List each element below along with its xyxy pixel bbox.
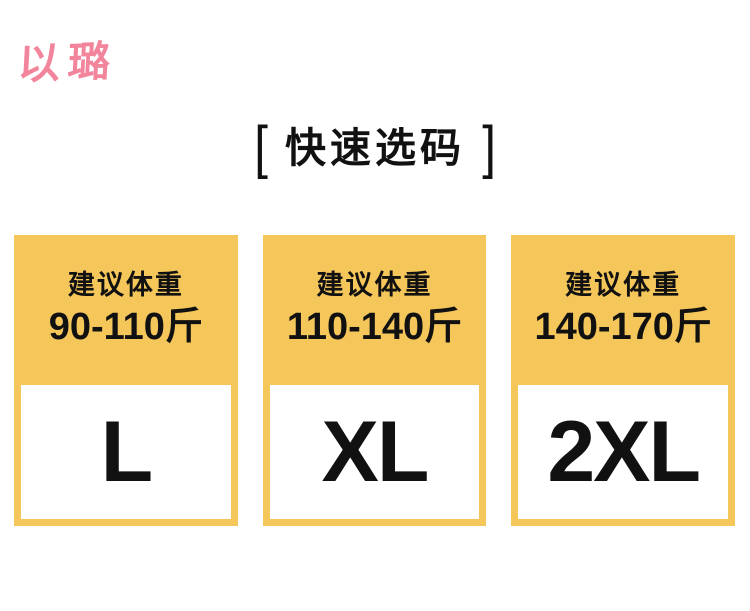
page-title: [ 快速选码 ] bbox=[0, 112, 750, 184]
size-card-l-body: L bbox=[21, 385, 231, 519]
size-value: L bbox=[100, 404, 154, 500]
size-value: XL bbox=[321, 404, 430, 500]
title-bracket-left: [ bbox=[254, 115, 268, 180]
size-card-xl[interactable]: 建议体重 110-140斤 XL bbox=[262, 235, 487, 526]
size-card-xl-body: XL bbox=[269, 385, 480, 519]
size-card-l-header: 建议体重 90-110斤 bbox=[14, 235, 238, 385]
weight-range-value: 140-170斤 bbox=[534, 306, 712, 349]
weight-advice-label: 建议体重 bbox=[565, 270, 682, 300]
size-value: 2XL bbox=[547, 404, 701, 500]
page-title-text: 快速选码 bbox=[285, 124, 465, 171]
weight-advice-label: 建议体重 bbox=[67, 270, 184, 300]
size-card-row: 建议体重 90-110斤 L 建议体重 110-140斤 XL 建议体重 140… bbox=[14, 235, 736, 526]
brand-logo: 以璐 bbox=[16, 37, 120, 88]
size-card-xl-header: 建议体重 110-140斤 bbox=[263, 235, 487, 385]
title-bracket-right: ] bbox=[482, 115, 496, 180]
weight-range-value: 110-140斤 bbox=[286, 306, 463, 349]
size-card-2xl-body: 2XL bbox=[518, 385, 729, 519]
size-card-2xl[interactable]: 建议体重 140-170斤 2XL bbox=[511, 235, 736, 526]
weight-range-value: 90-110斤 bbox=[48, 306, 203, 349]
weight-advice-label: 建议体重 bbox=[316, 270, 433, 300]
size-card-l[interactable]: 建议体重 90-110斤 L bbox=[14, 235, 238, 526]
size-card-2xl-header: 建议体重 140-170斤 bbox=[511, 235, 735, 385]
